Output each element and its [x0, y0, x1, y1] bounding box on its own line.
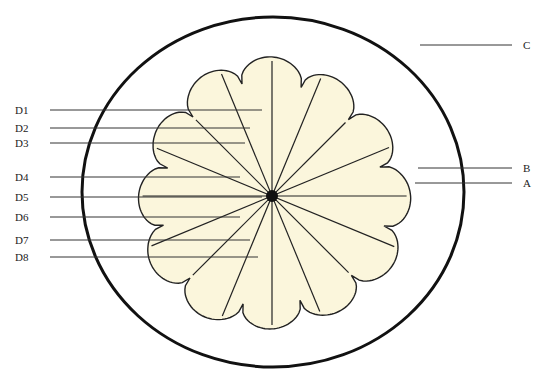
leader-lines [50, 45, 512, 257]
diameter-lines [143, 61, 407, 325]
leader-line [50, 257, 258, 258]
leader-line [50, 217, 240, 218]
leader-line [50, 128, 250, 129]
diameter-line [193, 123, 346, 276]
petri-dish [82, 17, 464, 367]
leader-line [50, 143, 245, 144]
callout-label: A [522, 177, 532, 189]
colony-center [266, 190, 278, 202]
leader-line [50, 197, 262, 198]
leader-line [50, 110, 262, 111]
callout-label: D3 [14, 137, 29, 149]
leader-line [415, 183, 512, 184]
callout-label: D2 [14, 122, 29, 134]
callout-label: C [522, 39, 531, 51]
colony-outline [139, 57, 411, 329]
callout-label: D6 [14, 211, 29, 223]
leader-line [418, 168, 512, 169]
leader-line [420, 45, 512, 46]
callout-label: D4 [14, 171, 29, 183]
callout-label: D1 [14, 104, 29, 116]
callout-label: D8 [14, 251, 29, 263]
leader-line [50, 177, 240, 178]
callout-label: B [522, 162, 531, 174]
callout-label: D5 [14, 191, 29, 203]
leader-line [50, 240, 250, 241]
callout-label: D7 [14, 234, 29, 246]
